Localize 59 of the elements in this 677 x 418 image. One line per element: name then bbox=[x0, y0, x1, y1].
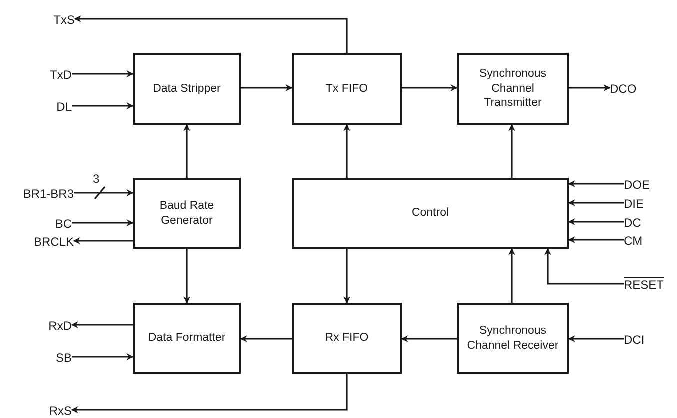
arrow bbox=[568, 200, 624, 206]
function-block bbox=[292, 53, 402, 125]
signal-name: RxD bbox=[48, 318, 72, 332]
function-block bbox=[133, 178, 241, 249]
arrow bbox=[344, 124, 350, 178]
arrow bbox=[402, 84, 458, 92]
block-label: Tx FIFO bbox=[324, 82, 370, 96]
arrow bbox=[241, 84, 293, 92]
signal-name: DIE bbox=[624, 196, 644, 210]
signal-name: DL bbox=[56, 100, 72, 114]
block-label: Data Stripper bbox=[152, 82, 222, 96]
block-label: Baud Rate Generator bbox=[158, 198, 216, 228]
function-block bbox=[133, 53, 241, 125]
signal-name: DC bbox=[624, 216, 642, 230]
arrow bbox=[568, 236, 624, 244]
arrow bbox=[508, 124, 516, 178]
arrow bbox=[74, 16, 348, 53]
signal-name: RxS bbox=[49, 404, 72, 418]
signal-name: BC bbox=[55, 216, 72, 230]
arrow bbox=[71, 374, 348, 414]
arrow bbox=[544, 248, 624, 285]
block-label: Rx FIFO bbox=[324, 331, 370, 346]
arrow bbox=[508, 248, 516, 303]
arrow bbox=[72, 354, 134, 360]
arrow bbox=[240, 336, 292, 342]
arrow bbox=[72, 102, 134, 110]
arrow bbox=[72, 70, 134, 78]
arrow bbox=[568, 218, 624, 226]
function-block bbox=[292, 303, 402, 374]
block-label: Synchronous Channel Receiver bbox=[466, 324, 560, 354]
block-label: Data Formatter bbox=[147, 331, 227, 346]
function-block bbox=[292, 178, 569, 249]
arrow bbox=[71, 322, 133, 328]
function-block bbox=[457, 53, 569, 125]
arrow bbox=[401, 336, 457, 342]
arrow bbox=[74, 190, 134, 196]
signal-name: SB bbox=[56, 350, 72, 364]
signal-name: TxD bbox=[50, 68, 72, 82]
signal-name: TxS bbox=[54, 12, 75, 26]
block-label: Control bbox=[410, 206, 450, 221]
function-block bbox=[133, 303, 241, 374]
arrow bbox=[344, 249, 350, 304]
function-block bbox=[457, 303, 569, 374]
edge-label: 3 bbox=[92, 173, 101, 185]
signal-name: BRCLK bbox=[34, 234, 74, 248]
arrow bbox=[73, 238, 133, 244]
arrow bbox=[568, 336, 624, 342]
signal-name: DOE bbox=[624, 178, 650, 192]
block-label: Synchronous Channel Transmitter bbox=[478, 66, 548, 112]
arrow bbox=[569, 84, 611, 92]
signal-name: RESET bbox=[624, 278, 664, 292]
arrow bbox=[568, 180, 624, 188]
arrow bbox=[72, 220, 134, 226]
signal-name: BR1-BR3 bbox=[23, 186, 74, 200]
arrow bbox=[184, 249, 190, 304]
signal-name: DCO bbox=[610, 82, 637, 96]
signal-name: CM bbox=[624, 234, 643, 248]
arrow bbox=[184, 124, 190, 178]
signal-name: DCI bbox=[624, 332, 645, 346]
